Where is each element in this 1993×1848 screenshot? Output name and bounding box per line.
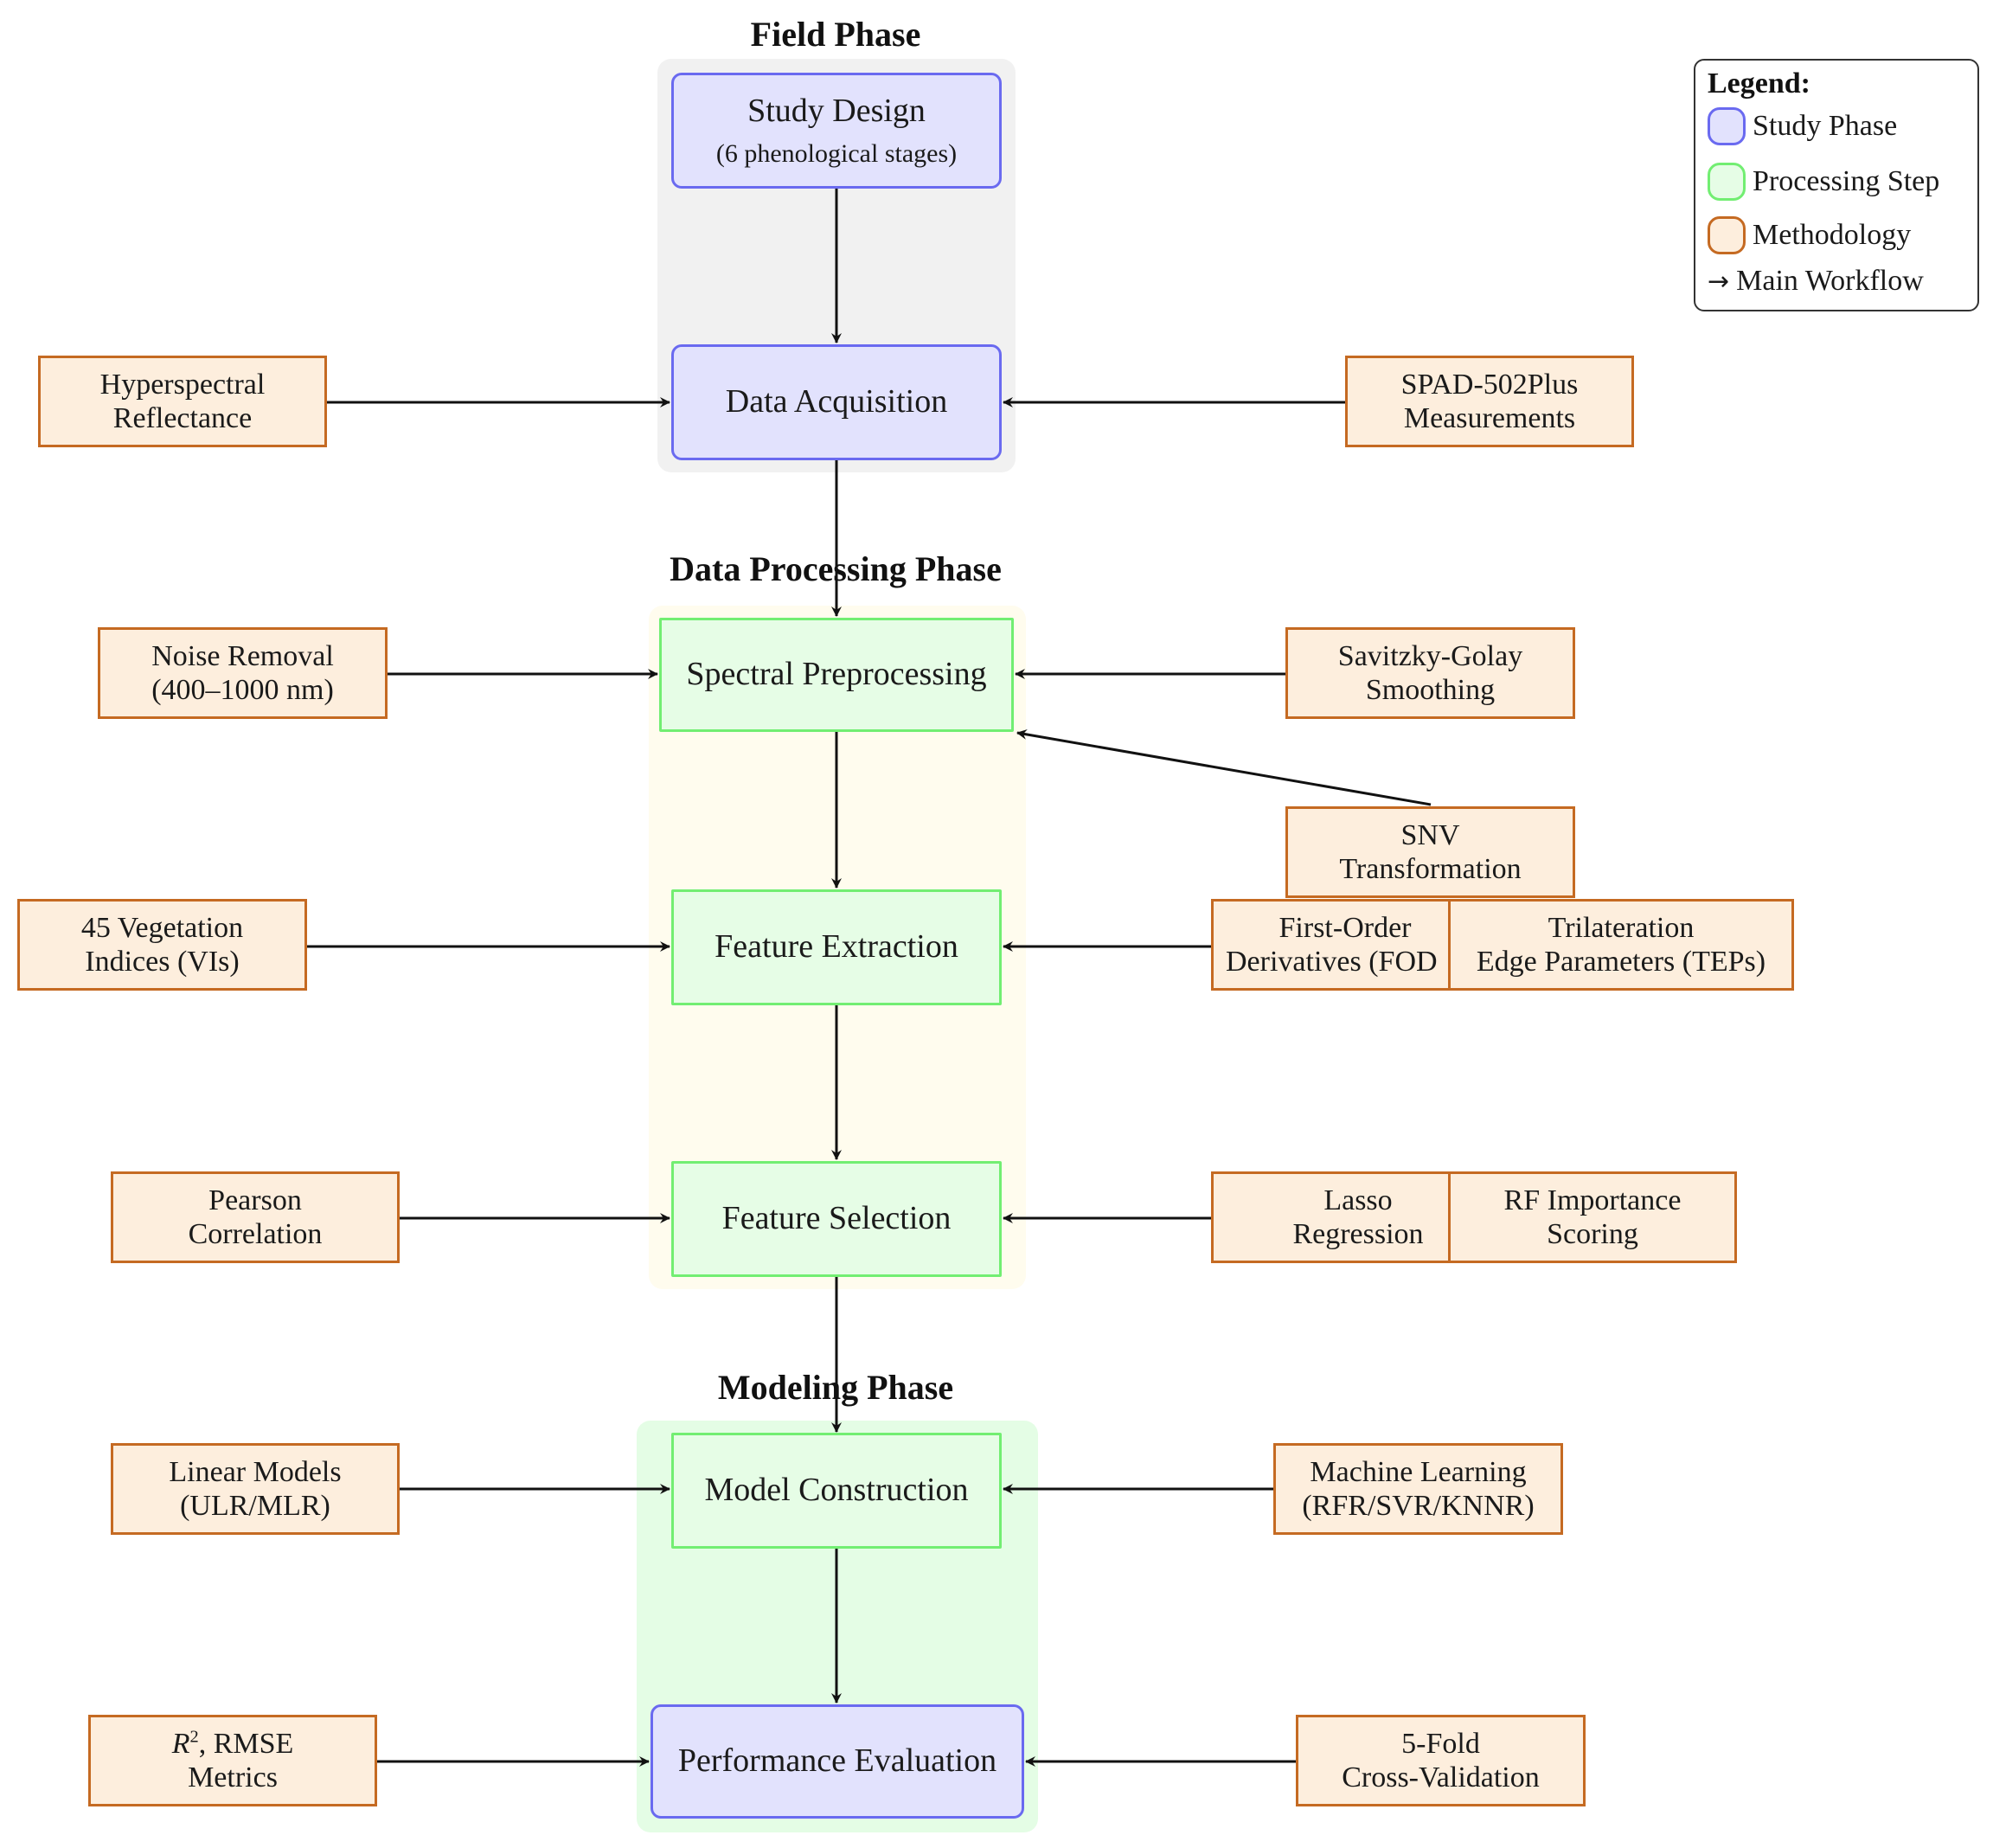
study-design-sub: (6 phenological stages) — [715, 138, 958, 168]
method-line: RF Importance — [1503, 1184, 1682, 1216]
method-line: SNV — [1400, 818, 1460, 851]
processing-step-swatch — [1708, 163, 1746, 201]
legend-study-label: Study Phase — [1753, 110, 1898, 142]
cross-validation-method: 5-Fold Cross-Validation — [1296, 1715, 1586, 1806]
hyperspectral-method: Hyperspectral Reflectance — [38, 356, 327, 447]
pearson-method: Pearson Correlation — [111, 1171, 400, 1263]
method-line: First-Order — [1278, 911, 1412, 944]
metrics-rest: , RMSE — [198, 1727, 294, 1760]
method-line: Noise Removal — [151, 639, 334, 672]
method-line: Smoothing — [1365, 674, 1496, 706]
field-phase-title: Field Phase — [750, 15, 921, 54]
legend-workflow-row: → Main Workflow — [1708, 265, 1924, 298]
method-line: Derivatives (FOD — [1226, 946, 1438, 978]
method-line: Edge Parameters (TEPs) — [1476, 946, 1766, 978]
tep-method: Trilateration Edge Parameters (TEPs) — [1448, 899, 1794, 991]
metrics-method: R2, RMSE Metrics — [88, 1715, 377, 1806]
r-symbol: R — [171, 1727, 190, 1760]
method-line: Trilateration — [1548, 911, 1695, 944]
study-design-label: Study Design — [747, 92, 926, 129]
method-line: (RFR/SVR/KNNR) — [1302, 1490, 1535, 1522]
method-line: 45 Vegetation — [80, 911, 244, 944]
method-line: Transformation — [1339, 853, 1522, 885]
method-line: Lasso — [1323, 1184, 1393, 1216]
r-exponent: 2 — [189, 1727, 199, 1747]
snv-method: SNV Transformation — [1285, 806, 1575, 898]
legend-study-row: Study Phase — [1708, 107, 1897, 145]
legend-processing-row: Processing Step — [1708, 163, 1939, 201]
performance-evaluation-node: Performance Evaluation — [650, 1704, 1024, 1819]
method-line: 5-Fold — [1401, 1727, 1480, 1760]
study-phase-swatch — [1708, 107, 1746, 145]
method-line: Reflectance — [112, 402, 253, 434]
spad-method: SPAD-502Plus Measurements — [1345, 356, 1634, 447]
vegetation-indices-method: 45 Vegetation Indices (VIs) — [17, 899, 307, 991]
study-design-node: Study Design (6 phenological stages) — [671, 73, 1002, 189]
edge-snv — [1016, 728, 1432, 806]
machine-learning-method: Machine Learning (RFR/SVR/KNNR) — [1273, 1443, 1563, 1535]
method-line: Indices (VIs) — [85, 946, 240, 978]
method-line: Measurements — [1403, 402, 1576, 434]
method-line: Savitzky-Golay — [1337, 639, 1523, 672]
data-acquisition-node: Data Acquisition — [671, 344, 1002, 460]
method-line: Regression — [1292, 1218, 1424, 1250]
feature-selection-label: Feature Selection — [721, 1200, 952, 1237]
legend-methodology-label: Methodology — [1753, 219, 1912, 251]
method-line: Cross-Validation — [1342, 1761, 1540, 1793]
performance-evaluation-label: Performance Evaluation — [677, 1742, 997, 1780]
rf-importance-method: RF Importance Scoring — [1448, 1171, 1737, 1263]
methodology-swatch — [1708, 216, 1746, 254]
savitzky-golay-method: Savitzky-Golay Smoothing — [1285, 627, 1575, 719]
spectral-preprocessing-node: Spectral Preprocessing — [659, 618, 1014, 732]
right-arrow-icon: → — [1708, 266, 1730, 297]
method-line: Metrics — [188, 1761, 278, 1793]
method-line: SPAD-502Plus — [1400, 368, 1579, 401]
legend-title: Legend: — [1708, 67, 1810, 99]
feature-selection-node: Feature Selection — [671, 1161, 1002, 1277]
noise-removal-method: Noise Removal (400–1000 nm) — [98, 627, 388, 719]
spectral-preprocessing-label: Spectral Preprocessing — [686, 656, 987, 693]
feature-extraction-label: Feature Extraction — [715, 928, 958, 966]
metrics-line1: R2, RMSE — [172, 1727, 294, 1761]
method-line: Machine Learning — [1310, 1455, 1527, 1488]
method-line: (ULR/MLR) — [180, 1490, 330, 1522]
legend: Legend: Study Phase Processing Step Meth… — [1694, 59, 1979, 311]
linear-models-method: Linear Models (ULR/MLR) — [111, 1443, 400, 1535]
legend-workflow-label: Main Workflow — [1736, 265, 1924, 297]
method-line: (400–1000 nm) — [151, 674, 334, 706]
legend-processing-label: Processing Step — [1753, 165, 1940, 197]
legend-methodology-row: Methodology — [1708, 216, 1911, 254]
method-line: Linear Models — [169, 1455, 342, 1488]
method-line: Correlation — [188, 1218, 323, 1250]
method-line: Scoring — [1547, 1218, 1638, 1250]
model-construction-node: Model Construction — [671, 1433, 1002, 1549]
feature-extraction-node: Feature Extraction — [671, 889, 1002, 1005]
model-construction-label: Model Construction — [704, 1472, 969, 1509]
method-line: Pearson — [208, 1184, 302, 1216]
method-line: Hyperspectral — [99, 368, 266, 401]
data-acquisition-label: Data Acquisition — [725, 383, 948, 420]
